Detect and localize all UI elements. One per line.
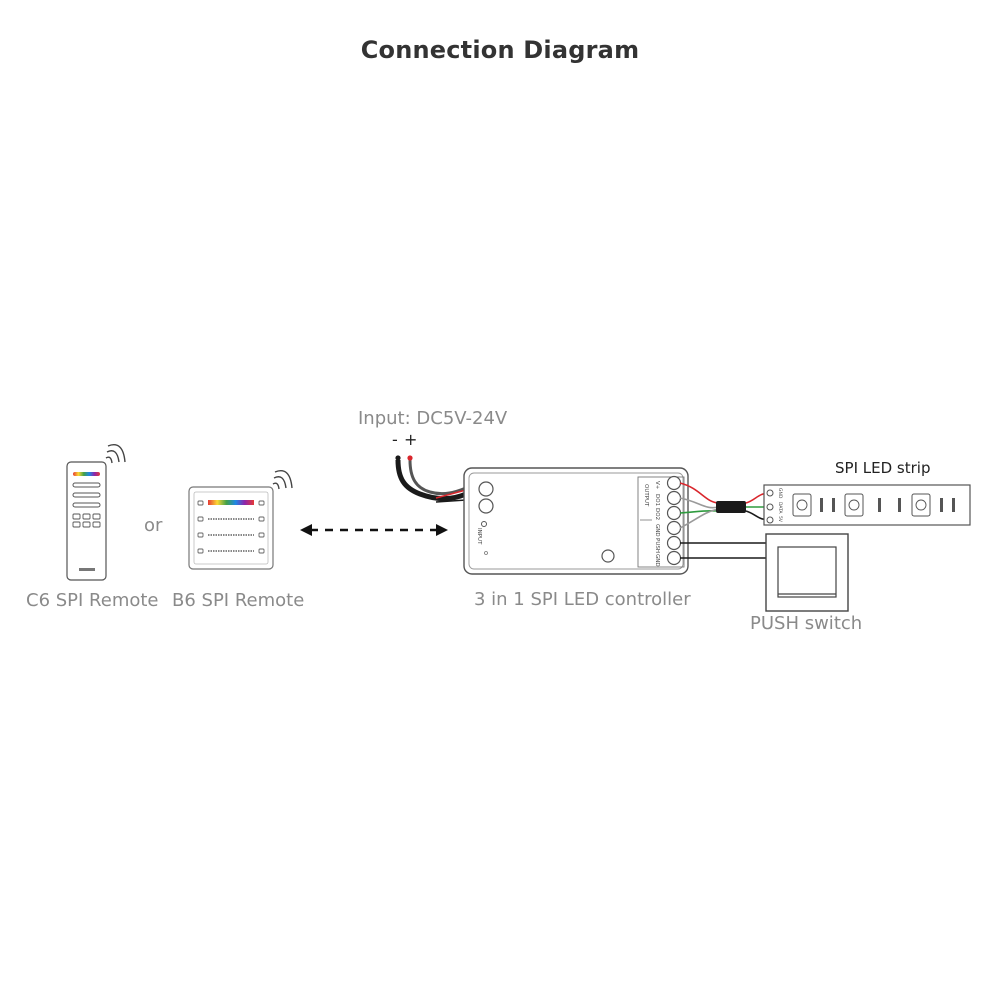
b6-remote	[188, 486, 274, 570]
controller-label: 3 in 1 SPI LED controller	[474, 589, 691, 610]
color-wheel-strip	[73, 472, 100, 476]
spi-led-strip: GND DATA 5V	[763, 484, 971, 526]
push-switch	[765, 533, 849, 612]
push-switch-wires	[680, 542, 767, 559]
strip-pad-5v: 5V	[777, 516, 783, 523]
wireless-link-arrow	[300, 524, 448, 536]
terminal-label-gnd-2: GND	[654, 554, 660, 567]
strip-pad-gnd: GND	[777, 488, 783, 499]
strip-pad-data: DATA	[777, 502, 783, 515]
input-label: INPUT	[476, 528, 482, 545]
spi-controller: V+ DO1 DO2 GND PUSH GND OUTPUT INPUT	[463, 467, 689, 575]
page-title: Connection Diagram	[360, 36, 640, 64]
terminal-label-gnd-1: GND	[654, 524, 660, 537]
terminal-label-do1: DO1	[654, 494, 660, 506]
output-label: OUTPUT	[643, 484, 649, 507]
output-wires	[679, 482, 771, 529]
b6-remote-label: B6 SPI Remote	[172, 590, 305, 611]
c6-remote	[66, 461, 107, 581]
terminal-label-do2: DO2	[654, 508, 660, 520]
polarity-minus-label: -	[392, 430, 398, 449]
polarity-plus-label: +	[404, 430, 418, 449]
b6-signal-waves-icon	[272, 470, 293, 490]
or-label: or	[144, 515, 163, 536]
push-switch-label: PUSH switch	[750, 613, 863, 634]
terminal-label-v-plus: V+	[654, 481, 660, 490]
terminal-label-push: PUSH	[654, 538, 660, 553]
controller-button	[601, 549, 615, 563]
c6-remote-label: C6 SPI Remote	[26, 590, 159, 611]
c6-signal-waves-icon	[105, 444, 126, 464]
power-input-wires	[395, 455, 467, 503]
input-voltage-label: Input: DC5V-24V	[358, 408, 508, 429]
led-strip-label: SPI LED strip	[835, 459, 931, 477]
